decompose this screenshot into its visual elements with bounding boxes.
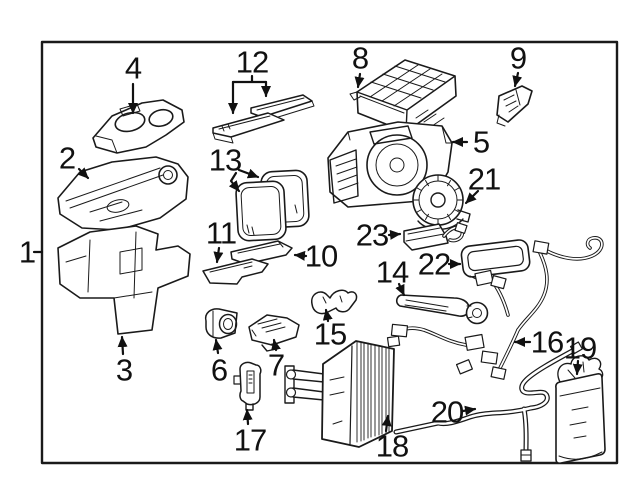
callout-19: 19 <box>563 330 597 366</box>
callout-7: 7 <box>267 347 285 383</box>
part-16-wiring-harness <box>386 236 604 380</box>
part-13-filters <box>235 169 310 242</box>
callout-13: 13 <box>208 142 242 178</box>
part-9-vent-grille <box>496 85 533 127</box>
callout-20: 20 <box>430 394 464 430</box>
callout-15: 15 <box>313 316 347 352</box>
part-19-receiver-drier <box>555 355 606 464</box>
callout-3: 3 <box>115 352 133 388</box>
callout-4: 4 <box>124 50 142 86</box>
part-15-bracket-clip <box>311 289 358 315</box>
part-22-seal-gasket <box>460 239 531 281</box>
part-17-expansion-valve <box>233 361 262 411</box>
callout-11: 11 <box>205 215 237 251</box>
callout-2: 2 <box>58 140 76 176</box>
callout-8: 8 <box>351 40 369 76</box>
part-6-actuator <box>204 308 238 339</box>
callout-1: 1 <box>18 234 36 270</box>
part-10-bracket <box>230 240 293 265</box>
callout-14: 14 <box>375 254 409 290</box>
callout-10: 10 <box>304 238 338 274</box>
part-18-evaporator-core <box>284 340 395 448</box>
callout-21: 21 <box>467 161 501 197</box>
callout-18: 18 <box>375 428 409 464</box>
callout-9: 9 <box>509 40 527 76</box>
callout-6: 6 <box>210 352 228 388</box>
part-2-case-upper <box>57 156 189 231</box>
callout-22: 22 <box>417 246 451 282</box>
callout-12-bracket <box>231 74 268 84</box>
part-4-defroster-duct <box>92 99 185 154</box>
callout-16: 16 <box>530 324 564 360</box>
callout-12: 12 <box>235 44 269 80</box>
part-20-heater-pipes <box>393 341 583 462</box>
part-11-bracket <box>202 258 269 285</box>
callout-17: 17 <box>233 422 267 458</box>
callout-5: 5 <box>472 124 490 160</box>
part-14-air-duct <box>395 294 489 325</box>
part-23-regulator-module <box>403 222 468 251</box>
callout-arrows <box>32 71 583 433</box>
callout-23: 23 <box>355 217 389 253</box>
part-21-blower-motor <box>412 174 471 231</box>
part-3-case-lower <box>57 225 191 335</box>
part-12-filter-covers <box>212 94 315 144</box>
